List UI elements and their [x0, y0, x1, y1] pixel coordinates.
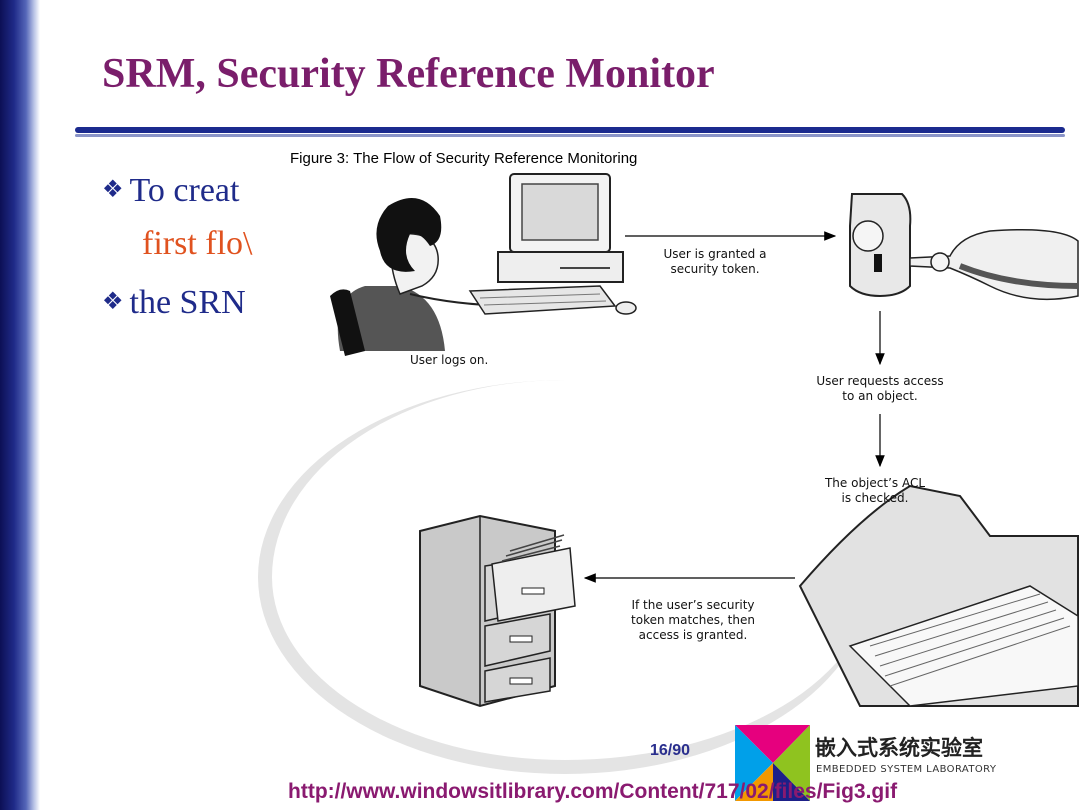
label-granted-token: User is granted a security token. [650, 247, 780, 277]
title-divider-shadow [75, 134, 1065, 137]
label-access-granted-line1: If the user’s security [631, 598, 755, 612]
label-acl-checked-line2: is checked. [841, 491, 909, 505]
object-folder-illustration [798, 484, 1079, 707]
slide-title: SRM, Security Reference Monitor [102, 51, 715, 97]
label-user-logs-on: User logs on. [410, 353, 489, 367]
label-access-granted-line2: token matches, then [631, 613, 755, 627]
diamond-bullet-icon: ❖ [102, 177, 124, 203]
lab-name-chinese: 嵌入式系统实验室 [815, 735, 983, 760]
label-granted-token-line1: User is granted a [663, 247, 767, 261]
label-access-granted: If the user’s security token matches, th… [618, 598, 768, 643]
label-requests-access-line2: to an object. [842, 389, 918, 403]
label-acl-checked: The object’s ACL is checked. [805, 476, 945, 506]
source-url-link[interactable]: http://www.windowsitlibrary.com/Content/… [288, 780, 898, 803]
title-divider [75, 127, 1065, 133]
bullet-2-text: the SRN [129, 284, 246, 321]
bullet-1-text: To creat [129, 172, 240, 209]
lab-name-english: EMBEDDED SYSTEM LABORATORY [816, 764, 997, 775]
lab-logo-icon [735, 725, 810, 801]
security-flow-diagram [330, 173, 1079, 708]
bullet-1-continuation: first flo\ [142, 225, 253, 262]
lock-and-key-illustration [849, 193, 1079, 301]
left-decorative-band [0, 0, 40, 810]
label-granted-token-line2: security token. [670, 262, 760, 276]
figure-title: Figure 3: The Flow of Security Reference… [290, 150, 638, 167]
file-cabinet-illustration [419, 514, 576, 708]
diamond-bullet-icon: ❖ [102, 289, 124, 315]
label-requests-access: User requests access to an object. [810, 374, 950, 404]
bullet-1: ❖To creat [102, 172, 239, 210]
page-number: 16/90 [650, 742, 691, 759]
label-requests-access-line1: User requests access [816, 374, 944, 388]
user-at-computer-illustration [330, 173, 637, 356]
label-access-granted-line3: access is granted. [638, 628, 748, 642]
label-acl-checked-line1: The object’s ACL [824, 476, 926, 490]
bullet-2: ❖the SRN [102, 284, 246, 322]
